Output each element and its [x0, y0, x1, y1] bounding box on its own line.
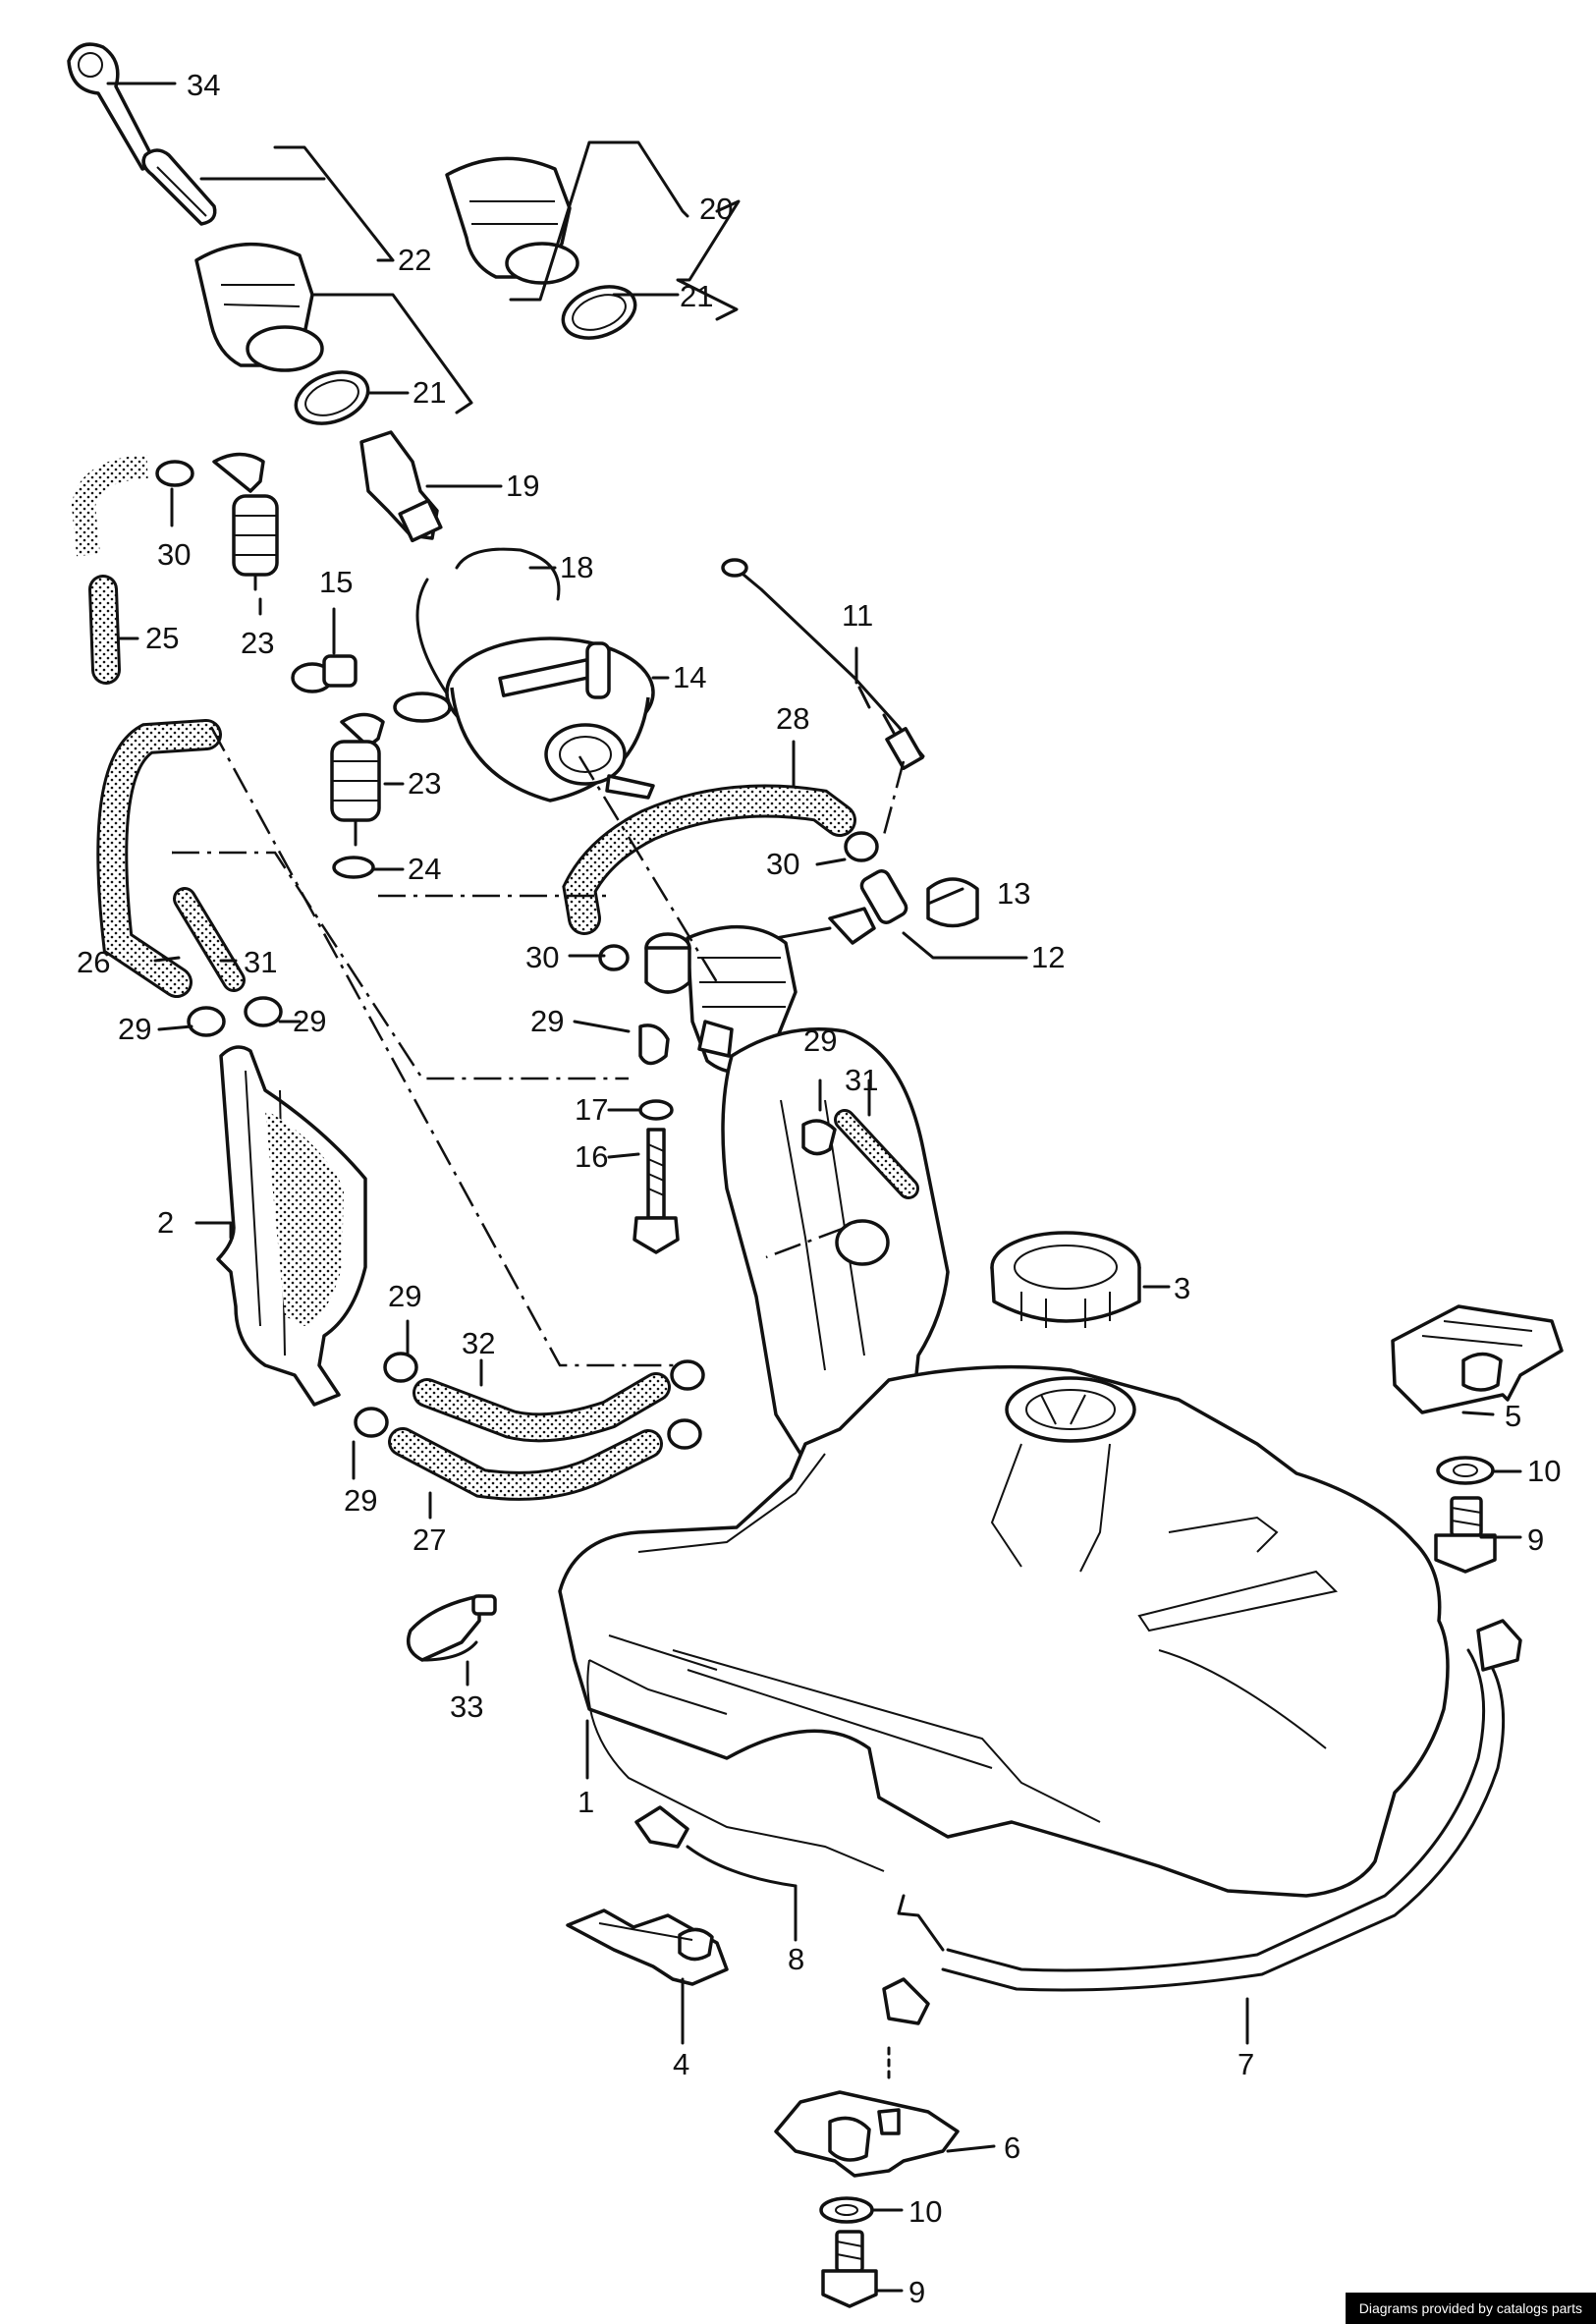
- label-30: 30: [766, 847, 799, 881]
- connection-line: [172, 851, 629, 1080]
- bracket-8: [634, 1805, 798, 1888]
- leader-lines: [106, 82, 1522, 2293]
- valve-19: [359, 430, 443, 543]
- label-30: 30: [157, 537, 191, 572]
- label-11: 11: [842, 598, 873, 633]
- label-9: 9: [1527, 1522, 1544, 1557]
- label-10: 10: [1527, 1454, 1561, 1488]
- filler-neck-20: [445, 156, 579, 285]
- label-21: 21: [413, 375, 446, 410]
- part-labels: 34 22 21 20 21 19 30 18 23 25 15 11 14 2…: [77, 68, 1561, 2309]
- label-14: 14: [673, 660, 706, 694]
- label-16: 16: [575, 1139, 608, 1174]
- label-18: 18: [560, 550, 593, 584]
- filter-23b: [330, 712, 385, 847]
- label-29: 29: [344, 1483, 377, 1518]
- label-7: 7: [1238, 2047, 1254, 2081]
- label-15: 15: [319, 565, 353, 599]
- label-10: 10: [908, 2194, 942, 2229]
- label-19: 19: [506, 469, 539, 503]
- canister-2: [216, 1045, 367, 1407]
- bracket-6: [774, 1977, 960, 2178]
- label-20: 20: [699, 192, 733, 226]
- label-5: 5: [1505, 1399, 1521, 1433]
- cap-13: [926, 877, 979, 928]
- label-29: 29: [388, 1279, 421, 1313]
- label-26: 26: [77, 945, 110, 979]
- washer-10a: [1436, 1456, 1495, 1485]
- label-12: 12: [1031, 940, 1065, 974]
- plug-15: [291, 654, 358, 693]
- label-13: 13: [997, 876, 1030, 911]
- filter-23a: [212, 452, 279, 591]
- filler-tube-body: [721, 1027, 950, 1456]
- label-22: 22: [398, 243, 431, 277]
- plug-with-clamp: [598, 932, 691, 994]
- clamp-30a: [155, 460, 194, 487]
- bracket-5: [1391, 1304, 1564, 1414]
- label-29: 29: [118, 1012, 151, 1046]
- label-33: 33: [450, 1689, 483, 1724]
- label-29: 29: [530, 1004, 564, 1038]
- label-1: 1: [578, 1785, 594, 1819]
- label-2: 2: [157, 1205, 174, 1240]
- label-30: 30: [525, 940, 559, 974]
- bolt-9b: [821, 2230, 878, 2308]
- label-21: 21: [680, 279, 713, 313]
- label-29: 29: [803, 1024, 837, 1058]
- washer-17: [638, 1099, 674, 1121]
- label-23: 23: [408, 766, 441, 801]
- sender-unit-14: [445, 636, 655, 802]
- label-27: 27: [413, 1522, 446, 1557]
- label-34: 34: [187, 68, 220, 102]
- filler-tool-34: [67, 42, 153, 171]
- o-ring-21b: [561, 285, 637, 340]
- tank-strap-7: [897, 1619, 1522, 1992]
- label-17: 17: [575, 1092, 608, 1127]
- washer-10b: [819, 2196, 874, 2224]
- label-32: 32: [462, 1326, 495, 1360]
- label-8: 8: [788, 1942, 804, 1976]
- label-29: 29: [293, 1004, 326, 1038]
- label-4: 4: [673, 2047, 689, 2081]
- label-3: 3: [1174, 1271, 1190, 1305]
- credit-badge: Diagrams provided by catalogs parts: [1345, 2293, 1596, 2324]
- label-24: 24: [408, 852, 441, 886]
- washer-24: [332, 856, 375, 879]
- screw-16: [633, 1128, 680, 1254]
- retainer-ring-18: [455, 547, 561, 601]
- label-6: 6: [1004, 2130, 1020, 2165]
- o-ring-21a: [294, 370, 370, 425]
- label-28: 28: [776, 701, 809, 736]
- grommet-tube: [141, 148, 217, 226]
- label-31: 31: [244, 945, 277, 979]
- wire-11: [721, 558, 925, 770]
- valve-12: [774, 869, 908, 945]
- bracket-4: [566, 1909, 729, 1986]
- filler-neck-22: [194, 242, 324, 372]
- locking-ring-3: [990, 1231, 1141, 1328]
- label-23: 23: [241, 626, 274, 660]
- fuel-tank-1: [558, 1364, 1450, 1898]
- label-9: 9: [908, 2275, 925, 2309]
- bolt-9a: [1434, 1496, 1497, 1574]
- label-31: 31: [845, 1063, 878, 1097]
- hose-clip-33: [407, 1594, 497, 1662]
- label-25: 25: [145, 621, 179, 655]
